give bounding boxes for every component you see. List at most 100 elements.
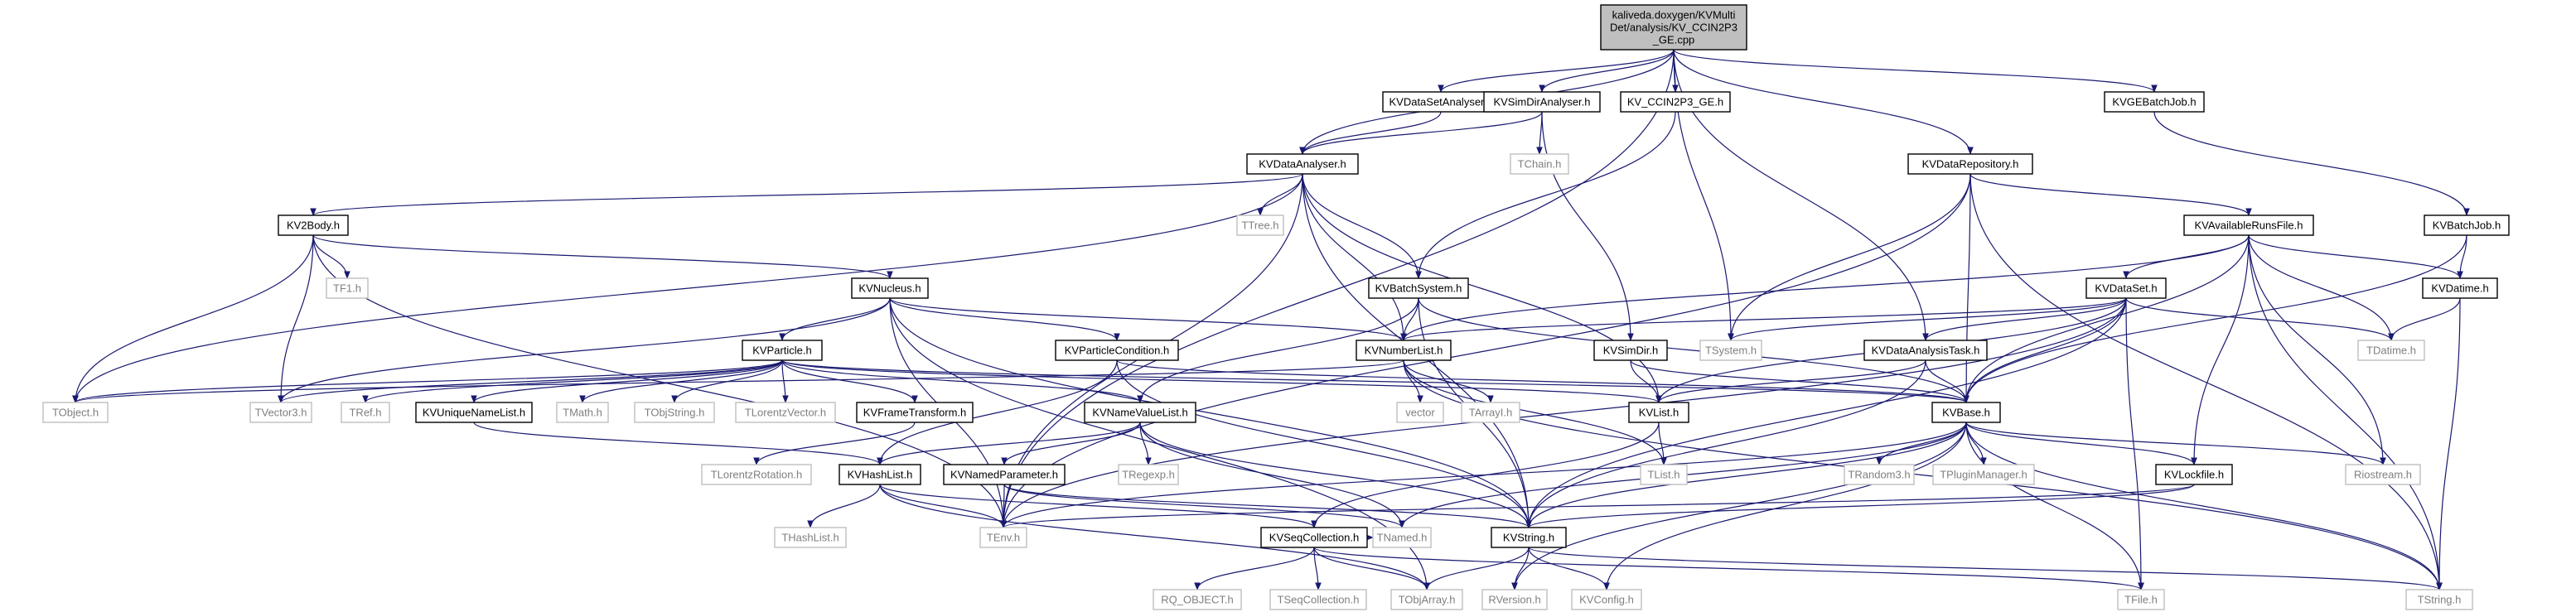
edge-kvavailable-runs-file-to-tdatime (2248, 234, 2395, 341)
node-tref[interactable]: TRef.h (341, 402, 390, 423)
edge-kvbase-to-kvstring (1525, 422, 1967, 528)
edge-kvsim-dir-analyser-to-kvsim-dir (1541, 111, 1634, 341)
node-kvname-value-list[interactable]: KVNameValueList.h (1084, 402, 1196, 423)
node-vector[interactable]: vector (1396, 402, 1444, 423)
node-rq-object[interactable]: RQ_OBJECT.h (1153, 589, 1242, 610)
node-kvavailable-runs-file[interactable]: KVAvailableRunsFile.h (2183, 214, 2314, 236)
node-kvlockfile[interactable]: KVLockfile.h (2155, 464, 2233, 485)
node-kvstring[interactable]: KVString.h (1491, 527, 1567, 548)
edge-kvdata-analyser-to-kvbatch-system (1302, 173, 1422, 279)
node-kvnumber-list[interactable]: KVNumberList.h (1356, 340, 1452, 361)
node-kvdata-analyser-box (1246, 153, 1359, 175)
node-trandom3[interactable]: TRandom3.h (1844, 464, 1915, 485)
node-tnamed[interactable]: TNamed.h (1372, 527, 1432, 548)
edge-kvparticle-to-tlorentz-vector (781, 359, 789, 403)
node-kvseq-collection[interactable]: KVSeqCollection.h (1260, 527, 1368, 548)
node-tplugin-manager[interactable]: TPluginManager.h (1932, 464, 2035, 485)
edge-kvbase-to-riostream (1965, 422, 2386, 465)
node-kvdatime[interactable]: KVDatime.h (2422, 277, 2498, 299)
node-kvdata-repository[interactable]: KVDataRepository.h (1907, 153, 2033, 175)
node-tlist-box (1640, 464, 1688, 485)
edge-kvparticle-to-kvframe-transform (781, 359, 918, 403)
node-kvdata-analysis-task[interactable]: KVDataAnalysisTask.h (1863, 340, 1988, 361)
node-tmath[interactable]: TMath.h (556, 402, 609, 423)
node-kvdata-analyser[interactable]: KVDataAnalyser.h (1246, 153, 1359, 175)
node-tarray-i[interactable]: TArrayI.h (1461, 402, 1520, 423)
node-kvdata-set[interactable]: KVDataSet.h (2085, 277, 2167, 299)
node-ttree[interactable]: TTree.h (1236, 214, 1284, 236)
edge-root-to-tenv (1000, 49, 1675, 528)
node-tobject[interactable]: TObject.h (42, 402, 109, 423)
edge-kvlockfile-to-tenv (1000, 484, 2195, 528)
node-rversion[interactable]: RVersion.h (1481, 589, 1548, 610)
node-kvunique-name-list[interactable]: KVUniqueNameList.h (415, 402, 533, 423)
edge-root-to-kvgebatch-job (1673, 49, 2158, 93)
edge-kvdata-set-to-kvnumber-list (1400, 297, 2127, 341)
node-kvlist[interactable]: KVList.h (1628, 402, 1689, 423)
node-kvgebatch-job[interactable]: KVGEBatchJob.h (2104, 91, 2205, 113)
node-kvdatime-label: KVDatime.h (2431, 282, 2488, 295)
node-tenv[interactable]: TEnv.h (979, 527, 1027, 548)
node-kvavailable-runs-file-label: KVAvailableRunsFile.h (2194, 219, 2303, 232)
root-file-node-label: kaliveda.doxygen/KVMulti (1612, 9, 1736, 22)
node-riostream[interactable]: Riostream.h (2345, 464, 2421, 485)
node-tchain[interactable]: TChain.h (1510, 153, 1569, 175)
node-thash-list-label: THashList.h (781, 532, 839, 544)
edge-kvparticle-to-tvector3 (278, 359, 783, 403)
node-kvlist-label: KVList.h (1639, 407, 1679, 419)
node-kvname-value-list-box (1084, 402, 1196, 423)
node-tobj-array-label: TObjArray.h (1399, 594, 1456, 606)
node-kvconfig[interactable]: KVConfig.h (1571, 589, 1642, 610)
node-tlorentz-rotation[interactable]: TLorentzRotation.h (701, 464, 812, 485)
node-tfile-label: TFile.h (2124, 594, 2158, 606)
node-kv-ccin2-p3-ge[interactable]: KV_CCIN2P3_GE.h (1620, 91, 1731, 113)
node-thash-list[interactable]: THashList.h (774, 527, 847, 548)
node-tobject-label: TObject.h (52, 407, 99, 419)
node-tlorentz-rotation-box (701, 464, 812, 485)
node-kvparticle[interactable]: KVParticle.h (742, 340, 823, 361)
node-tstring[interactable]: TString.h (2405, 589, 2473, 610)
node-tfile[interactable]: TFile.h (2117, 589, 2165, 610)
node-tregexp[interactable]: TRegexp.h (1118, 464, 1179, 485)
node-kvhash-list-box (839, 464, 921, 485)
node-tvector3[interactable]: TVector3.h (249, 402, 312, 423)
root-file-node[interactable]: kaliveda.doxygen/KVMultiDet/analysis/KV_… (1600, 4, 1747, 51)
node-tenv-label: TEnv.h (987, 532, 1020, 544)
node-tf1[interactable]: TF1.h (326, 277, 369, 299)
node-kvgebatch-job-label: KVGEBatchJob.h (2112, 96, 2196, 108)
edge-kvbase-to-trandom3 (1876, 422, 1967, 465)
node-tobj-array-box (1390, 589, 1463, 610)
edge-kvavailable-runs-file-to-kvnumber-list (1400, 234, 2250, 341)
node-kvnucleus[interactable]: KVNucleus.h (851, 277, 929, 299)
node-kvsim-dir[interactable]: KVSimDir.h (1593, 340, 1668, 361)
node-tobj-string[interactable]: TObjString.h (634, 402, 715, 423)
node-kvparticle-condition[interactable]: KVParticleCondition.h (1055, 340, 1179, 361)
node-tregexp-label: TRegexp.h (1122, 469, 1175, 481)
node-kvbatch-system[interactable]: KVBatchSystem.h (1368, 277, 1469, 299)
node-kvdata-set-analyser-label: KVDataSetAnalyser.h (1389, 96, 1492, 108)
node-tenv-box (979, 527, 1027, 548)
node-kvnamed-parameter[interactable]: KVNamedParameter.h (943, 464, 1066, 485)
node-kvsim-dir-analyser[interactable]: KVSimDirAnalyser.h (1483, 91, 1601, 113)
node-kv2-body[interactable]: KV2Body.h (278, 214, 349, 236)
node-tsystem[interactable]: TSystem.h (1699, 340, 1762, 361)
node-tdatime-label: TDatime.h (2366, 345, 2416, 357)
node-kvframe-transform[interactable]: KVFrameTransform.h (856, 402, 974, 423)
node-rq-object-box (1153, 589, 1242, 610)
edge-kvsim-dir-analyser-to-kvdata-analyser (1299, 111, 1543, 155)
edge-kvnucleus-to-tvector3 (278, 297, 891, 403)
node-kvbase[interactable]: KVBase.h (1931, 402, 2001, 423)
node-tdatime[interactable]: TDatime.h (2357, 340, 2425, 361)
node-kvhash-list[interactable]: KVHashList.h (839, 464, 921, 485)
node-tlorentz-vector[interactable]: TLorentzVector.h (735, 402, 836, 423)
edge-kvseq-collection-to-rq-object (1194, 547, 1315, 590)
node-tsystem-box (1699, 340, 1762, 361)
node-tseq-collection[interactable]: TSeqCollection.h (1269, 589, 1367, 610)
node-kvbatch-job[interactable]: KVBatchJob.h (2424, 214, 2510, 236)
node-tlist[interactable]: TList.h (1640, 464, 1688, 485)
edge-kvbase-to-kvconfig (1603, 422, 1967, 590)
edge-kvname-value-list-to-kvnamed-parameter (1001, 422, 1141, 465)
node-kvdata-set-analyser[interactable]: KVDataSetAnalyser.h (1382, 91, 1500, 113)
node-tobj-array[interactable]: TObjArray.h (1390, 589, 1463, 610)
